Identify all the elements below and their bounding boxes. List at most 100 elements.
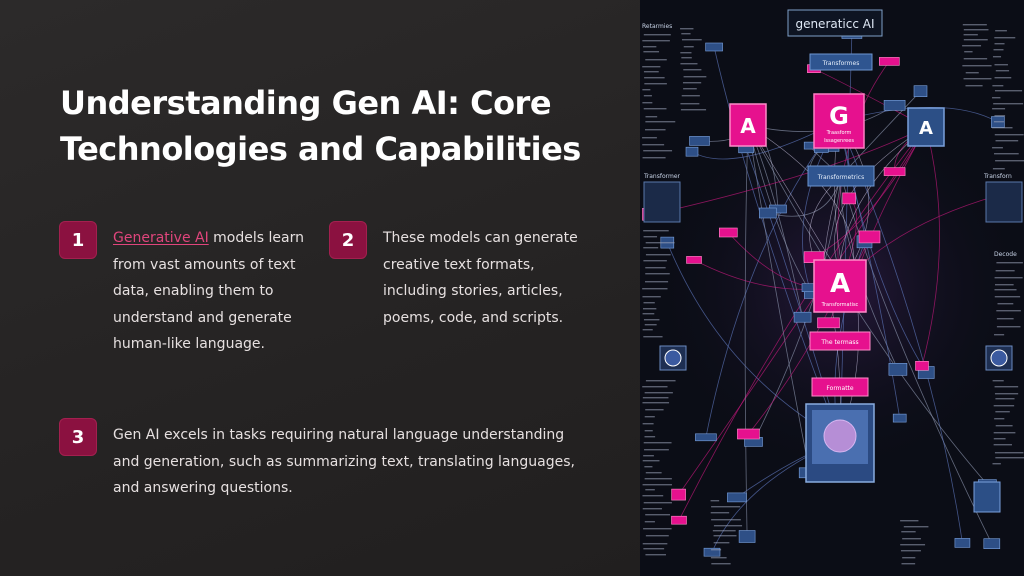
- text-line: [643, 336, 663, 338]
- text-line: [963, 29, 989, 31]
- text-line: [643, 308, 657, 310]
- text-line: [713, 535, 737, 537]
- pink-label-1-box: [809, 331, 871, 351]
- text-line: [642, 66, 661, 68]
- text-line: [645, 267, 666, 269]
- text-line: [994, 77, 1012, 79]
- text-line: [642, 144, 665, 146]
- text-line: [642, 397, 669, 399]
- text-line: [680, 103, 700, 105]
- text-line: [711, 563, 731, 565]
- text-line: [997, 303, 1014, 305]
- text-line: [645, 472, 662, 474]
- text-line: [644, 77, 665, 79]
- text-line: [645, 535, 669, 537]
- text-line: [994, 334, 1005, 336]
- connection-line: [838, 120, 927, 373]
- text-line: [963, 34, 978, 36]
- text-line: [644, 83, 667, 85]
- connection-line: [921, 126, 940, 366]
- g-node-sublabel: Issagenrees: [824, 138, 854, 144]
- network-diagram-image: generaticc AI Transformes G Traasform Is…: [640, 0, 1024, 576]
- text-line: [642, 46, 657, 48]
- text-line: [963, 58, 988, 60]
- text-line: [680, 52, 692, 54]
- text-line: [645, 409, 664, 411]
- text-line: [681, 57, 692, 59]
- text-line: [644, 281, 669, 283]
- small-node: [858, 230, 881, 244]
- text-line: [681, 33, 691, 35]
- text-line: [962, 24, 987, 26]
- text-line: [643, 236, 658, 238]
- text-line: [645, 554, 666, 556]
- text-line: [995, 70, 1010, 72]
- text-line: [993, 405, 1015, 407]
- small-node: [727, 492, 747, 503]
- text-line: [995, 411, 1010, 413]
- mid-blue-label-box: [807, 165, 875, 187]
- connection-line: [838, 120, 901, 419]
- text-line: [994, 296, 1021, 298]
- text-line: [992, 147, 1003, 149]
- text-line: [642, 329, 653, 331]
- text-line: [993, 444, 1012, 446]
- text-line: [993, 103, 1024, 105]
- text-line: [963, 39, 988, 41]
- text-line: [994, 386, 1019, 388]
- text-line: [992, 463, 1001, 465]
- left-side-panel: [643, 181, 681, 223]
- connection-line: [745, 147, 841, 441]
- point-text-body: models learn from vast amounts of text d…: [113, 230, 304, 352]
- text-line: [710, 512, 730, 514]
- connection-line: [813, 126, 927, 258]
- small-node: [842, 192, 856, 205]
- text-line: [995, 140, 1019, 142]
- text-line: [710, 549, 722, 551]
- pink-label-2-box: [811, 377, 869, 397]
- text-line: [993, 49, 1004, 51]
- text-line: [995, 270, 1015, 272]
- g-node-letter: G: [829, 102, 849, 130]
- text-line: [643, 319, 660, 321]
- left-edge-label: Transformer: [643, 173, 681, 180]
- corner-label: Retarmies: [642, 23, 672, 30]
- text-line: [642, 460, 660, 462]
- text-line: [681, 39, 702, 41]
- text-line: [994, 115, 1006, 117]
- text-line: [962, 45, 982, 47]
- generative-ai-link[interactable]: Generative AI: [113, 230, 209, 246]
- text-line: [683, 88, 697, 90]
- text-line: [994, 452, 1024, 454]
- connection-line: [678, 126, 927, 495]
- text-line: [644, 466, 653, 468]
- small-node: [737, 428, 760, 440]
- text-line: [713, 525, 743, 527]
- text-line: [994, 90, 1023, 92]
- text-line: [643, 502, 672, 504]
- text-line: [642, 402, 670, 404]
- text-line: [900, 550, 921, 552]
- small-node: [705, 42, 723, 52]
- small-node: [879, 57, 900, 66]
- text-line: [994, 43, 1005, 45]
- text-line: [996, 318, 1014, 320]
- text-line: [644, 449, 669, 451]
- bottom-right-a-chip: [973, 481, 1001, 513]
- text-line: [901, 531, 916, 533]
- text-line: [992, 85, 1004, 87]
- text-line: [996, 310, 1021, 312]
- text-line: [642, 495, 664, 497]
- pink-label-1: The termass: [820, 339, 858, 346]
- text-line: [644, 416, 655, 418]
- text-line: [642, 543, 668, 545]
- right-a-chip-circle: [990, 349, 1008, 367]
- side-text-columns: [642, 24, 1024, 565]
- small-node: [793, 311, 812, 323]
- text-line: [644, 430, 653, 432]
- text-line: [643, 51, 660, 53]
- text-line: [642, 137, 657, 139]
- text-line: [992, 168, 1005, 170]
- text-line: [644, 521, 655, 523]
- small-node: [983, 538, 1001, 550]
